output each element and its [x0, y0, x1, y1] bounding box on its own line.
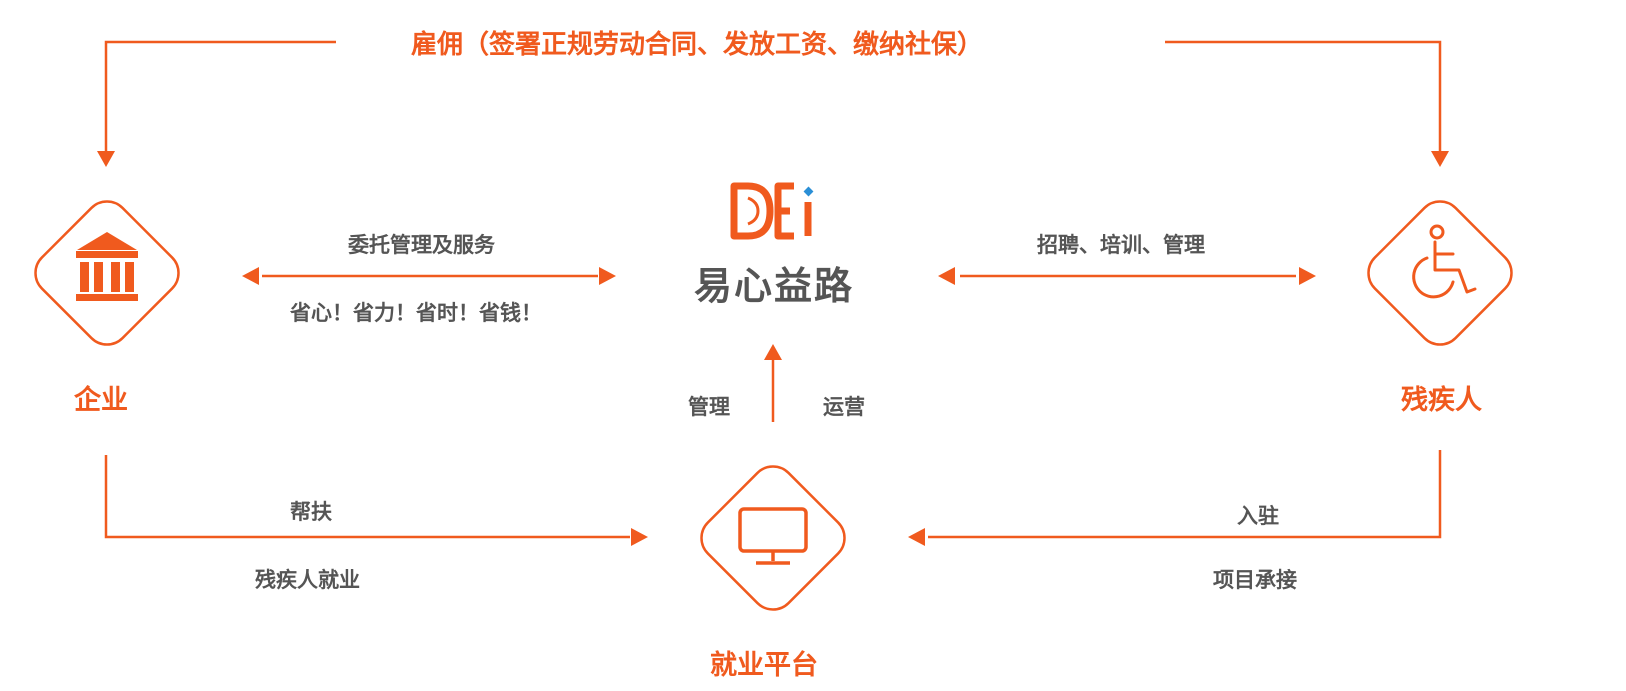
platform-node[interactable]	[688, 453, 858, 623]
edge-label-entrust: 委托管理及服务	[348, 233, 495, 257]
arrow-right-disabled	[1299, 267, 1316, 285]
disabled-person-label: 残疾人	[1401, 385, 1482, 416]
edge-label-support: 帮扶	[290, 500, 332, 524]
enterprise-node[interactable]	[22, 188, 192, 358]
edge-label-operate: 运营	[823, 395, 865, 419]
bank-icon	[76, 232, 138, 301]
top-line-right	[1165, 40, 1442, 152]
edge-label-manage: 管理	[688, 395, 730, 419]
brand-name: 易心益路	[694, 264, 855, 308]
edge-label-recruit: 招聘、培训、管理	[1037, 233, 1205, 257]
enterprise-label: 企业	[74, 385, 128, 416]
edge-label-project: 项目承接	[1213, 568, 1297, 592]
monitor-icon	[738, 507, 808, 565]
arrow-right-platform	[631, 528, 648, 546]
edge-label-settle: 入驻	[1237, 504, 1279, 528]
arrow-down-disabled	[1431, 151, 1449, 167]
brand-logo	[730, 182, 814, 240]
arrow-down-enterprise	[97, 151, 115, 167]
line-enterprise-platform	[104, 455, 630, 539]
platform-label: 就业平台	[710, 650, 818, 681]
edge-label-save: 省心！省力！省时！省钱！	[290, 301, 542, 325]
edge-label-employment: 残疾人就业	[255, 568, 360, 592]
employment-relation-label: 雇佣（签署正规劳动合同、发放工资、缴纳社保）	[411, 30, 984, 60]
logo-dot-icon	[803, 186, 814, 197]
arrow-up-brand	[764, 344, 782, 360]
disabled-person-node[interactable]	[1355, 188, 1525, 358]
arrow-left-enterprise	[242, 267, 259, 285]
wheelchair-icon	[1412, 224, 1477, 299]
arrow-left-platform	[908, 528, 925, 546]
arrow-right-brand	[599, 267, 616, 285]
line-disabled-platform	[928, 450, 1442, 539]
top-line-left	[104, 40, 336, 152]
arrow-left-brand	[938, 267, 955, 285]
